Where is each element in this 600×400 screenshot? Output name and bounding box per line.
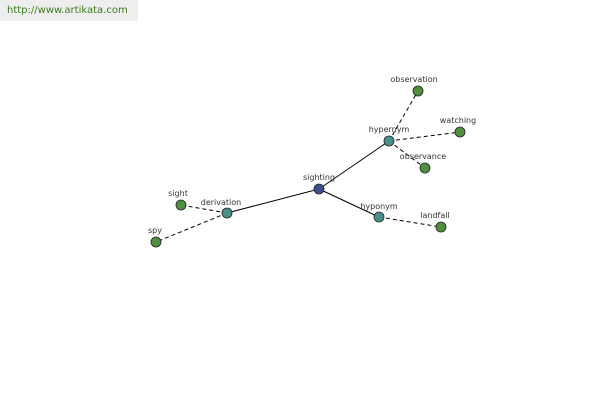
edge-sighting-derivation — [226, 188, 320, 214]
node-label-watching[interactable]: watching — [440, 116, 476, 125]
edge-derivation-sight — [180, 204, 228, 214]
graph-nodes: sighting hypernym hyponym derivation observa… — [148, 75, 476, 248]
node-label-sighting[interactable]: sighting — [303, 173, 335, 182]
edge-hyponym-landfall — [378, 216, 442, 228]
node-label-observance[interactable]: observance — [400, 152, 446, 161]
node-watching[interactable]: watching — [440, 116, 476, 138]
site-url[interactable]: http://www.artikata.com — [0, 0, 138, 21]
node-dot-sighting[interactable] — [313, 183, 325, 195]
node-dot-watching[interactable] — [454, 126, 466, 138]
node-derivation[interactable]: derivation — [201, 198, 241, 219]
node-label-hypernym[interactable]: hypernym — [369, 125, 410, 134]
node-label-hyponym[interactable]: hyponym — [360, 202, 398, 211]
node-label-derivation[interactable]: derivation — [201, 198, 241, 207]
node-spy[interactable]: spy — [148, 226, 162, 248]
node-label-observation[interactable]: observation — [390, 75, 437, 84]
node-label-landfall[interactable]: landfall — [420, 211, 449, 220]
node-hypernym[interactable]: hypernym — [369, 125, 410, 147]
node-label-spy[interactable]: spy — [148, 226, 162, 235]
edge-sighting-hypernym — [318, 140, 390, 190]
node-sight[interactable]: sight — [168, 189, 188, 211]
edge-derivation-spy — [155, 212, 228, 243]
node-hyponym[interactable]: hyponym — [360, 202, 398, 223]
edge-hypernym-observance — [388, 140, 426, 169]
node-dot-observance[interactable] — [419, 162, 431, 174]
node-observation[interactable]: observation — [390, 75, 438, 97]
node-landfall[interactable]: landfall — [420, 211, 450, 233]
edge-hypernym-watching — [388, 131, 461, 142]
edge-sighting-hyponym — [318, 188, 380, 218]
node-sighting[interactable]: sighting — [303, 173, 335, 195]
node-observance[interactable]: observance — [400, 152, 446, 174]
node-dot-sight[interactable] — [175, 199, 187, 211]
node-dot-spy[interactable] — [150, 236, 162, 248]
node-dot-hyponym[interactable] — [373, 211, 385, 223]
node-dot-derivation[interactable] — [221, 207, 233, 219]
edge-hypernym-observation — [388, 90, 419, 142]
node-dot-hypernym[interactable] — [383, 135, 395, 147]
node-label-sight[interactable]: sight — [168, 189, 188, 198]
node-dot-observation[interactable] — [412, 85, 424, 97]
node-dot-landfall[interactable] — [435, 221, 447, 233]
graph-edges — [155, 90, 461, 243]
